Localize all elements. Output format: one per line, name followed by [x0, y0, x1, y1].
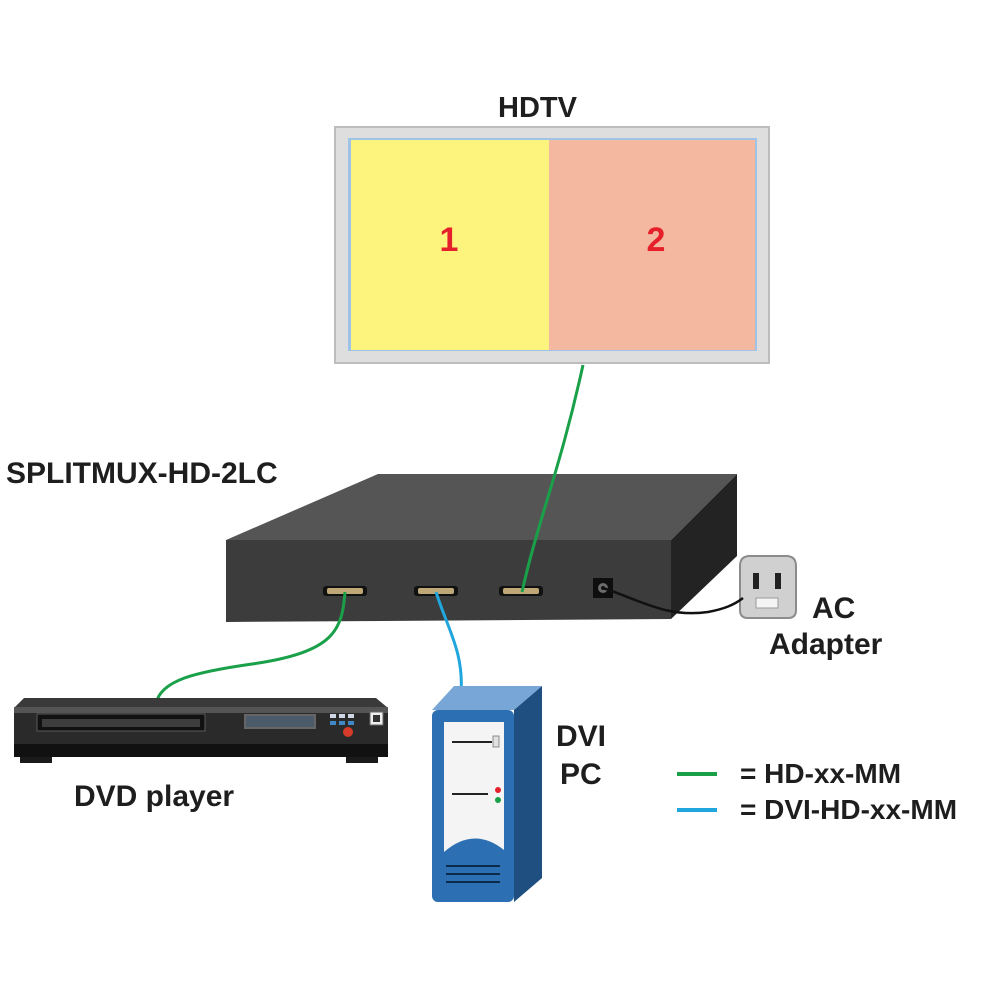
hdtv-label: HDTV — [498, 92, 577, 124]
pc-label-line2: PC — [560, 758, 602, 791]
hdmi-cable-to-hdtv — [520, 364, 585, 593]
dvd-player — [14, 698, 388, 763]
dvi-pc-tower — [432, 686, 542, 902]
dvi-cable-from-pc — [434, 591, 463, 695]
splitmux-device — [226, 474, 737, 622]
dvi-port-input-2 — [414, 586, 458, 596]
dvd-player-label: DVD player — [74, 780, 235, 813]
ac-adapter-label-line1: AC — [812, 592, 856, 625]
splitmux-front — [226, 540, 671, 622]
hdtv: 1 2 — [334, 126, 770, 364]
screen-pane-2 — [549, 140, 755, 350]
screen-pane-2-number: 2 — [647, 221, 666, 259]
power-cable — [602, 586, 744, 615]
ac-adapter-label-line2: Adapter — [769, 628, 883, 661]
splitmux-side — [671, 474, 737, 619]
screen-pane-1 — [351, 140, 549, 350]
splitmux-top — [226, 474, 737, 540]
legend-text-hdmi: = HD-xx-MM — [740, 758, 902, 789]
pc-label-line1: DVI — [556, 720, 607, 753]
splitmux-model-label: SPLITMUX-HD-2LC — [6, 457, 278, 490]
legend-text-dvi: = DVI-HD-xx-MM — [740, 794, 958, 825]
hdmi-cable-from-dvd — [154, 591, 347, 705]
hdmi-port-input-1 — [323, 586, 367, 596]
screen-pane-1-number: 1 — [440, 221, 459, 259]
power-outlet — [739, 555, 797, 619]
